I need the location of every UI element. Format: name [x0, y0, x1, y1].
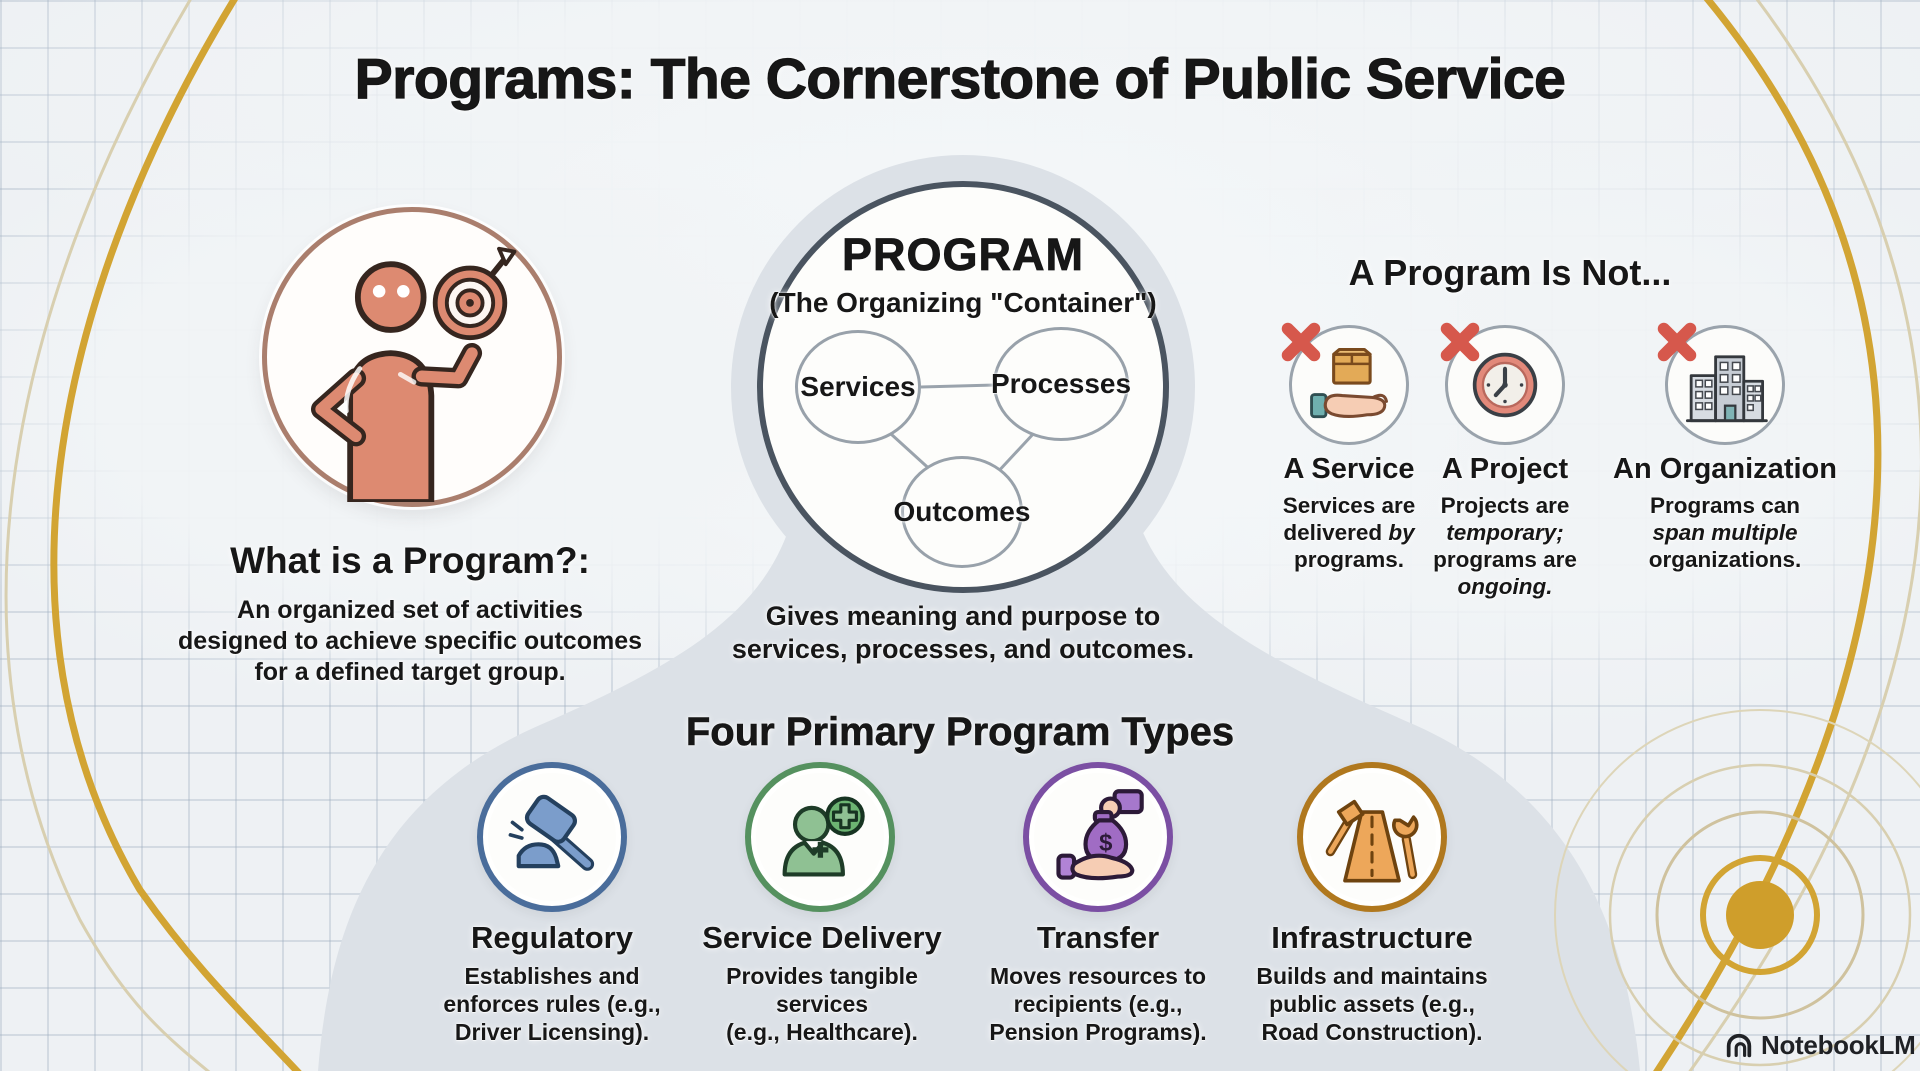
program-title: PROGRAM: [842, 229, 1084, 281]
program-caption: Gives meaning and purpose to services, p…: [731, 601, 1195, 664]
type-transfer-desc: Moves resources to recipients (e.g., Pen…: [989, 963, 1207, 1045]
notebooklm-logo: [1726, 1033, 1752, 1057]
node-services: Services: [795, 330, 921, 444]
gavel-icon: [508, 794, 595, 871]
node-outcomes: Outcomes: [894, 456, 1030, 568]
type-infrastructure-label: Infrastructure: [1271, 920, 1473, 955]
is-not-organization-circle: [1665, 325, 1785, 445]
is-not-organization-label: An Organization: [1613, 453, 1837, 485]
what-is-heading: What is a Program?:: [230, 540, 590, 581]
is-not-project-label: A Project: [1441, 453, 1569, 485]
node-processes: Processes: [991, 327, 1131, 441]
type-transfer-circle: $: [1023, 762, 1173, 912]
watermark-label: NotebookLM: [1761, 1030, 1916, 1060]
type-service-delivery-label: Service Delivery: [702, 920, 942, 955]
type-regulatory-label: Regulatory: [471, 920, 633, 955]
watermark: NotebookLM: [1724, 1030, 1916, 1061]
what-is-description: An organized set of activities designed …: [177, 596, 643, 686]
types-heading: Four Primary Program Types: [685, 710, 1235, 755]
program-subtitle: (The Organizing "Container"): [769, 287, 1157, 318]
type-service-delivery-desc: Provides tangible services (e.g., Health…: [726, 963, 918, 1045]
type-regulatory-circle: [477, 762, 627, 912]
is-not-service-desc: Services are delivered by programs.: [1282, 493, 1416, 572]
person-figure: [310, 261, 483, 505]
program-container-circle: PROGRAM (The Organizing "Container") Ser…: [757, 181, 1169, 593]
money-bag-hand-icon: $: [1056, 789, 1144, 881]
type-infrastructure-circle: [1297, 762, 1447, 912]
target-icon: [432, 246, 517, 341]
road-tools-icon: [1325, 799, 1419, 883]
x-mark-icon: [1281, 322, 1321, 362]
is-not-organization-desc: Programs can span multiple organizations…: [1648, 493, 1802, 572]
buildings-icon: [1685, 355, 1768, 423]
x-mark-icon: [1440, 322, 1480, 362]
is-not-heading: A Program Is Not...: [1348, 252, 1672, 293]
page-title: Programs: The Cornerstone of Public Serv…: [354, 46, 1566, 111]
what-is-icon-circle: [262, 207, 562, 507]
person-with-target-icon: [310, 246, 517, 505]
box-on-hand-icon: [1310, 347, 1388, 419]
is-not-project-desc: Projects are temporary; programs are ong…: [1433, 493, 1577, 599]
type-regulatory-desc: Establishes and enforces rules (e.g., Dr…: [443, 963, 661, 1045]
type-infrastructure-desc: Builds and maintains public assets (e.g.…: [1256, 963, 1488, 1045]
person-health-icon: [782, 796, 865, 877]
x-mark-icon: [1657, 322, 1697, 362]
svg-text:$: $: [1099, 830, 1112, 857]
type-transfer-label: Transfer: [1036, 920, 1160, 955]
is-not-service-label: A Service: [1283, 453, 1415, 485]
type-service-delivery-circle: [745, 762, 895, 912]
clock-icon: [1472, 352, 1538, 418]
